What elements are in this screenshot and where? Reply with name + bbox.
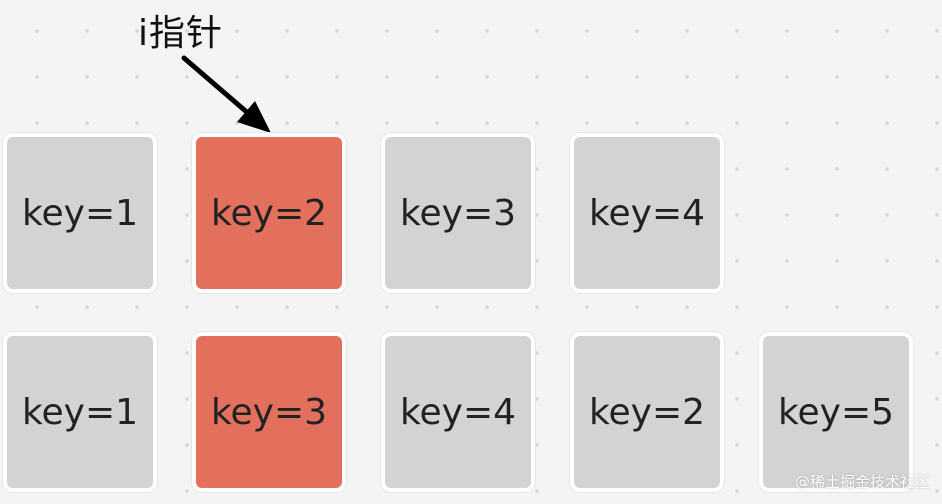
key-box: key=4 (570, 133, 724, 293)
key-label: key=4 (588, 192, 706, 234)
watermark: @稀土掘金技术社区 (794, 473, 930, 491)
key-label: key=2 (210, 192, 328, 234)
key-box: key=2 (192, 133, 346, 293)
key-label: key=5 (777, 391, 895, 433)
key-label: key=1 (21, 391, 139, 433)
key-box: key=2 (570, 332, 724, 492)
key-label: key=2 (588, 391, 706, 433)
key-box: key=3 (381, 133, 535, 293)
key-label: key=3 (210, 391, 328, 433)
key-box: key=4 (381, 332, 535, 492)
key-label: key=3 (399, 192, 517, 234)
pointer-label: i指针 (138, 13, 224, 54)
key-box: key=1 (3, 332, 157, 492)
key-row-after: key=1 key=3 key=4 key=2 key=5 (0, 332, 942, 492)
key-label: key=4 (399, 391, 517, 433)
key-box: key=5 (759, 332, 913, 492)
key-box: key=1 (3, 133, 157, 293)
key-box: key=3 (192, 332, 346, 492)
key-row-before: key=1 key=2 key=3 key=4 (0, 133, 942, 293)
key-label: key=1 (21, 192, 139, 234)
